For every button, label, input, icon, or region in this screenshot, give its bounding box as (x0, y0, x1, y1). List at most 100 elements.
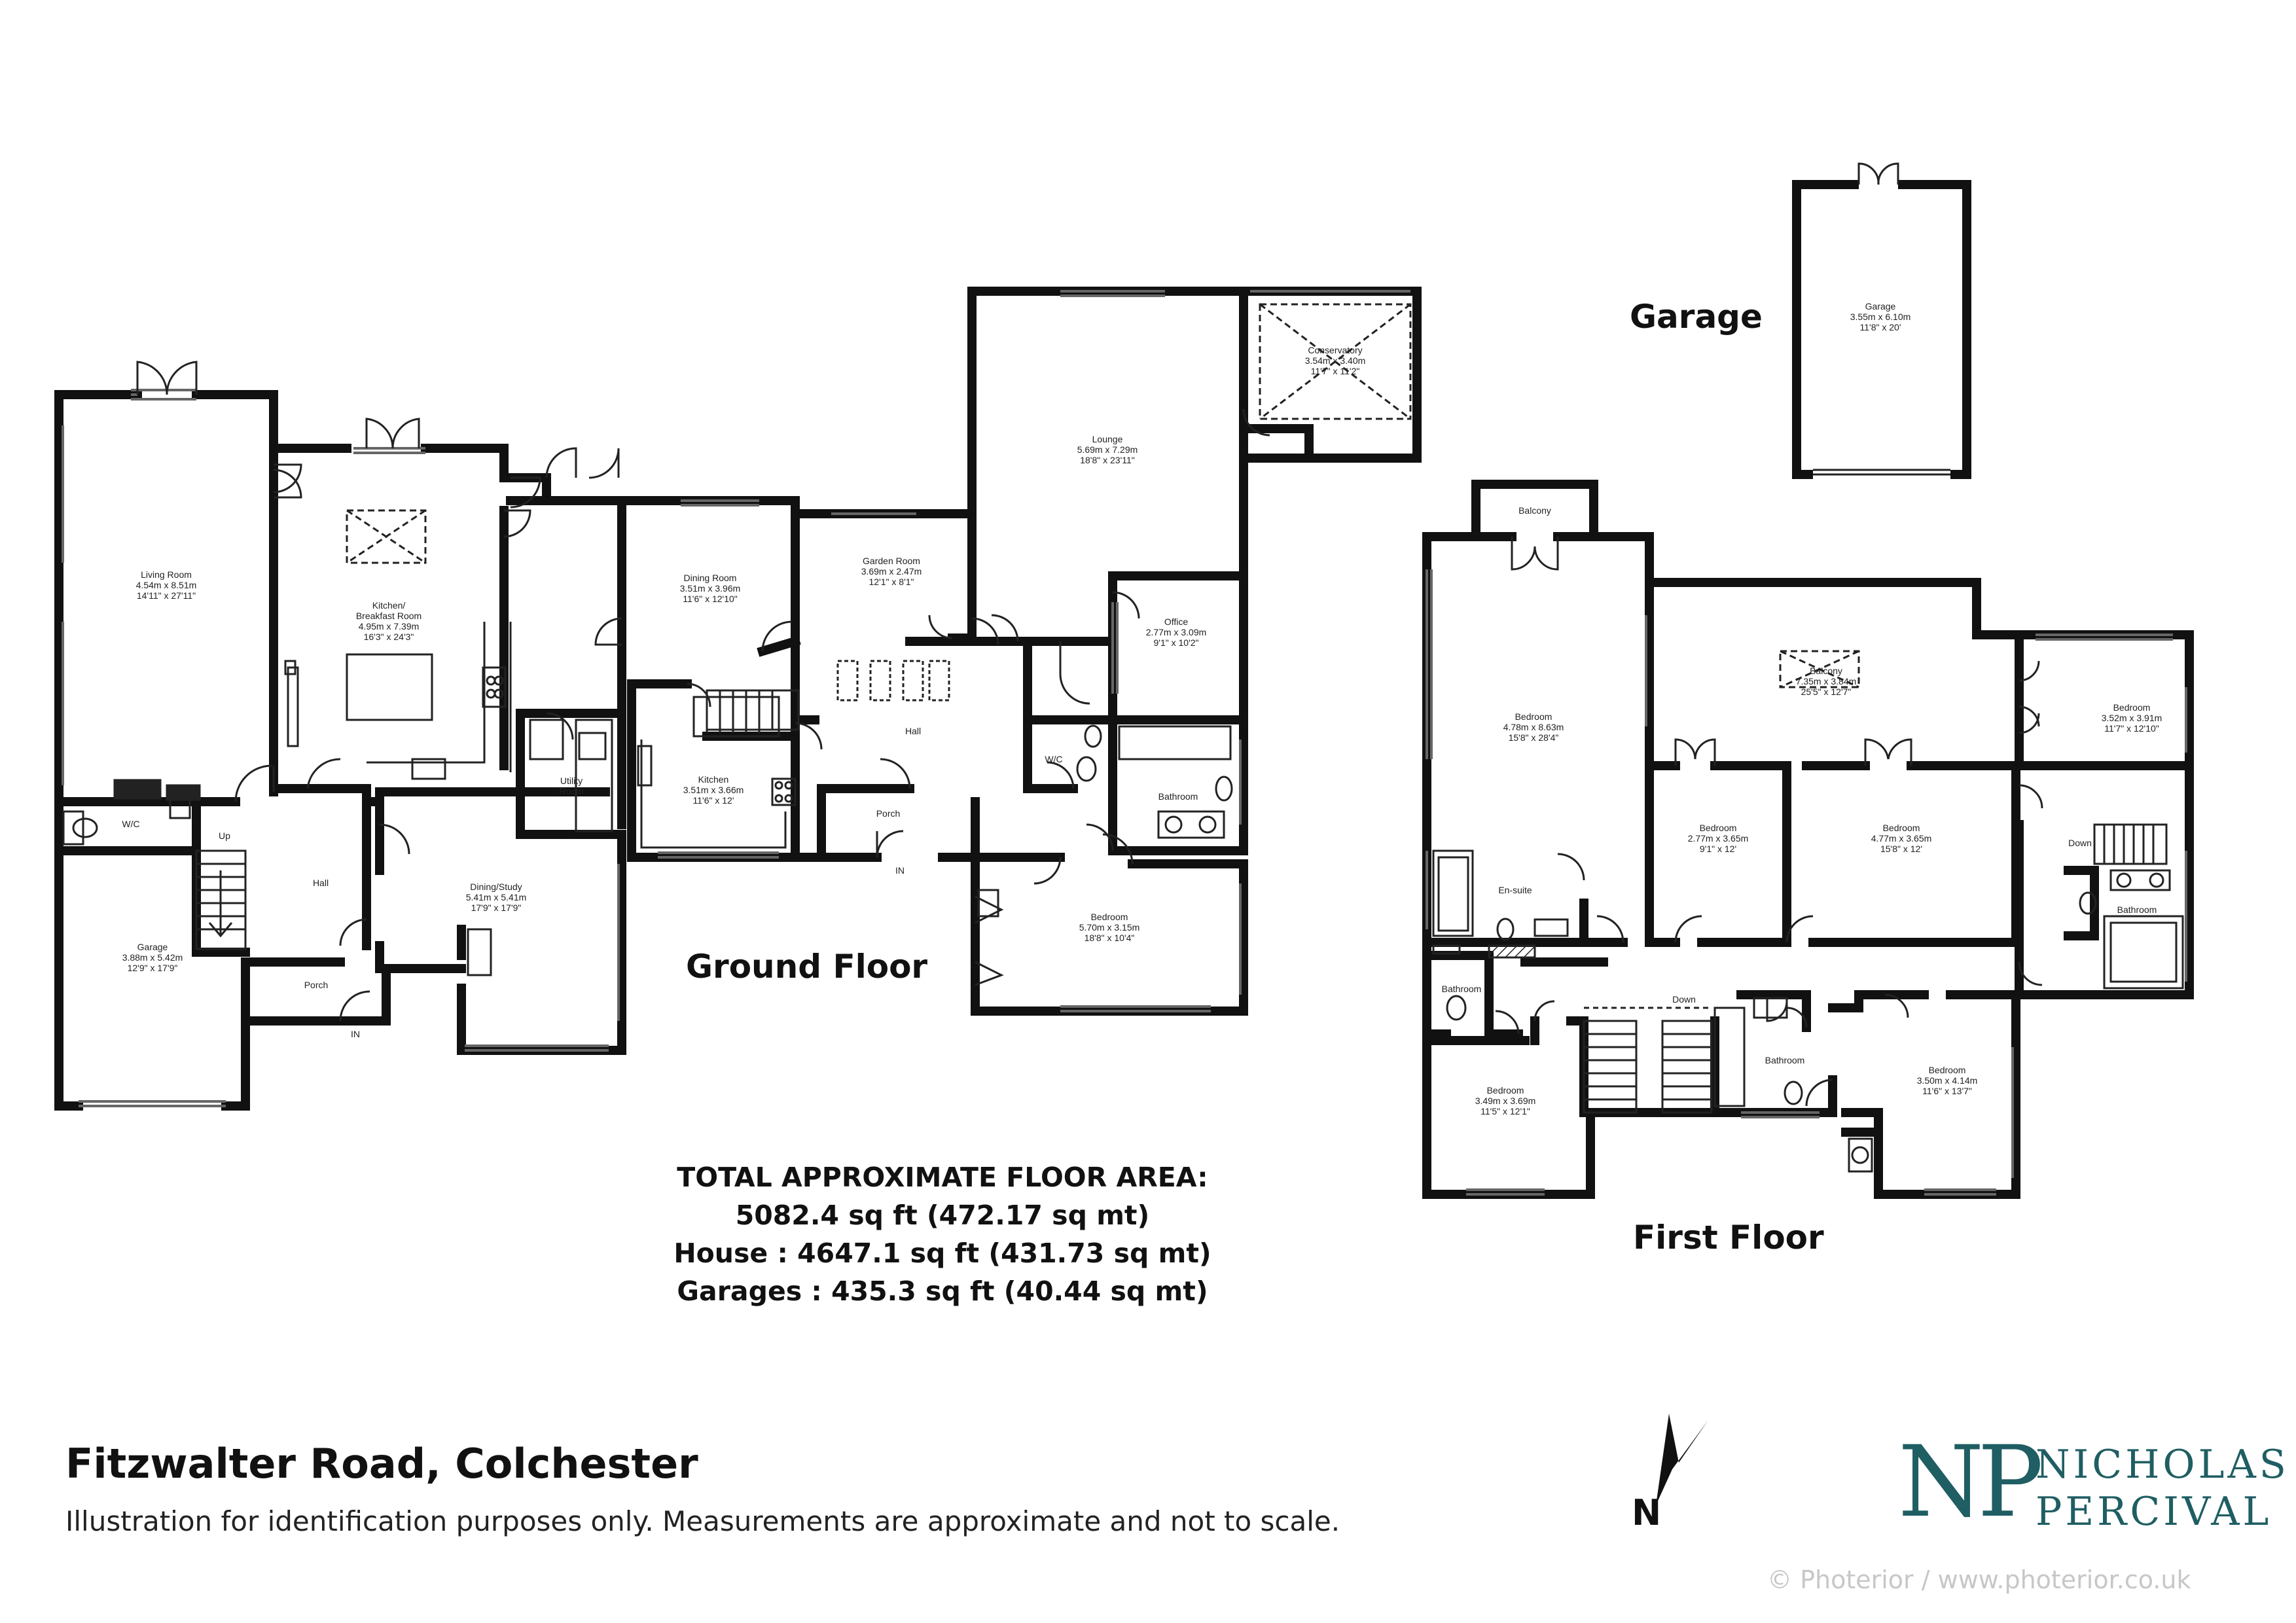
office-imperial: 9'1" x 10'2" (1154, 637, 1199, 648)
bedroom-gf-name: Bedroom (1091, 912, 1128, 922)
dining-study-name: Dining/Study (470, 882, 522, 892)
disclaimer: Illustration for identification purposes… (65, 1505, 1340, 1537)
bedroom-f3-metric: 2.77m x 3.65m (1688, 833, 1749, 844)
balcony-main-name: Balcony (1810, 666, 1842, 676)
wc-right-name: W/C (1045, 754, 1062, 764)
lounge-metric: 5.69m x 7.29m (1077, 444, 1138, 455)
logo-mark: NP (1898, 1425, 2043, 1539)
ensuite-name: En-suite (1498, 885, 1532, 895)
entrance-right-marker: IN (895, 865, 905, 876)
lounge-imperial: 18'8" x 23'11" (1080, 455, 1135, 465)
balcony-main-imperial: 25'5" x 12'7" (1801, 687, 1852, 697)
living-room-metric: 4.54m x 8.51m (136, 580, 197, 590)
bedroom-f4-imperial: 15'8" x 12' (1880, 844, 1922, 854)
bedroom-f4-metric: 4.77m x 3.65m (1871, 833, 1932, 844)
stairs-up-marker: Up (219, 830, 230, 841)
bathroom-gf-name: Bathroom (1158, 791, 1198, 802)
bedroom-f1-metric: 4.78m x 8.63m (1503, 722, 1564, 732)
utility-room-name2: Room (559, 786, 583, 796)
garage-gf-imperial: 12'9" x 17'9" (128, 963, 178, 973)
office-metric: 2.77m x 3.09m (1146, 627, 1207, 637)
logo-word-percival: PERCIVAL (2036, 1489, 2272, 1535)
bedroom-f1-name: Bedroom (1515, 711, 1552, 722)
bedroom-f2-imperial: 11'7" x 12'10" (2104, 723, 2159, 734)
bedroom-gf-imperial: 18'8" x 10'4" (1085, 933, 1135, 943)
dining-room-name: Dining Room (684, 573, 737, 583)
bedroom-f5-name: Bedroom (1487, 1085, 1524, 1096)
conservatory-metric: 3.54m x 3.40m (1305, 355, 1366, 366)
kitchen-breakfast-name2: Breakfast Room (356, 611, 422, 621)
kitchen-breakfast-imperial: 16'3" x 24'3" (364, 632, 414, 642)
office-name: Office (1164, 616, 1189, 627)
bedroom-f4-name: Bedroom (1883, 823, 1920, 833)
garage-gf-metric: 3.88m x 5.42m (122, 952, 183, 963)
ground-floor-windows (62, 290, 1410, 1107)
kitchen-name: Kitchen (698, 774, 729, 785)
hall-right-name: Hall (905, 726, 921, 736)
floor-area-house: House : 4647.1 sq ft (431.73 sq mt) (673, 1238, 1211, 1269)
utility-room-name: Utility (560, 776, 583, 786)
garage-detached-metric: 3.55m x 6.10m (1850, 312, 1911, 322)
ground-floor-walls (54, 287, 1422, 1111)
wc-left-name: W/C (122, 819, 139, 829)
photo-credit: © Photerior / www.photerior.co.uk (1767, 1565, 2191, 1594)
garage-gf-name: Garage (137, 942, 168, 952)
porch-left-name: Porch (304, 980, 329, 990)
dining-study-metric: 5.41m x 5.41m (466, 892, 527, 902)
room-labels: Living Room 4.54m x 8.51m 14'11" x 27'11… (122, 301, 2162, 1116)
dining-room-metric: 3.51m x 3.96m (680, 583, 741, 594)
ground-floor-stairs (195, 689, 800, 950)
bedroom-f2-name: Bedroom (2113, 702, 2151, 713)
entrance-left-marker: IN (351, 1029, 360, 1039)
floor-area-summary: TOTAL APPROXIMATE FLOOR AREA: 5082.4 sq … (655, 1158, 1230, 1310)
first-floor-doors (1495, 537, 2043, 1107)
logo-word-nicholas: NICHOLAS (2036, 1442, 2289, 1488)
hall-left-name: Hall (313, 878, 329, 888)
first-floor-stairs (1583, 823, 2168, 1114)
bedroom-f6-name: Bedroom (1929, 1065, 1966, 1075)
bedroom-f2-metric: 3.52m x 3.91m (2102, 713, 2162, 723)
dining-study-imperial: 17'9" x 17'9" (471, 902, 522, 913)
bedroom-f6-metric: 3.50m x 4.14m (1917, 1075, 1978, 1086)
garage-detached-name: Garage (1865, 301, 1896, 312)
bedroom-f5-metric: 3.49m x 3.69m (1475, 1096, 1536, 1106)
porch-right-name: Porch (876, 808, 901, 819)
bedroom-f5-imperial: 11'5" x 12'1" (1480, 1106, 1530, 1116)
living-room-imperial: 14'11" x 27'11" (137, 590, 196, 601)
ground-floor-title: Ground Floor (686, 948, 928, 986)
balcony-top-name: Balcony (1518, 505, 1551, 516)
ground-floor-doors (136, 361, 1270, 1022)
bathroom-f3-name: Bathroom (2117, 904, 2157, 915)
north-label: N (1632, 1492, 1662, 1533)
bathroom-f2-name: Bathroom (1765, 1055, 1805, 1065)
detached-garage-walls (1792, 180, 1971, 479)
bathroom-f1-name: Bathroom (1442, 984, 1482, 994)
dining-room-imperial: 11'6" x 12'10" (683, 594, 738, 604)
property-address: Fitzwalter Road, Colchester (65, 1440, 698, 1488)
balcony-main-metric: 7.35m x 3.84m (1796, 676, 1857, 687)
first-floor-fixtures (1432, 650, 2184, 1173)
floor-area-total: 5082.4 sq ft (472.17 sq mt) (735, 1200, 1150, 1231)
conservatory-name: Conservatory (1308, 345, 1362, 355)
garden-room-name: Garden Room (863, 556, 920, 566)
kitchen-breakfast-name: Kitchen/ (372, 600, 406, 611)
kitchen-imperial: 11'6" x 12' (693, 795, 734, 806)
living-room-name: Living Room (141, 569, 192, 580)
lounge-name: Lounge (1092, 434, 1123, 444)
first-floor-title: First Floor (1633, 1219, 1824, 1257)
conservatory-imperial: 11'7" x 11'2" (1311, 366, 1360, 376)
bedroom-f6-imperial: 11'6" x 13'7" (1922, 1086, 1972, 1096)
ground-floor-fixtures (62, 303, 1412, 976)
detached-garage-doors (1813, 162, 1950, 476)
garage-detached-imperial: 11'8" x 20' (1860, 322, 1901, 332)
stairs-down-marker-right: Down (2068, 838, 2092, 848)
garden-room-metric: 3.69m x 2.47m (861, 566, 922, 577)
garage-title: Garage (1630, 298, 1763, 336)
kitchen-metric: 3.51m x 3.66m (683, 785, 744, 795)
bedroom-f3-name: Bedroom (1700, 823, 1737, 833)
stairs-down-marker-left: Down (1672, 994, 1696, 1005)
bedroom-f1-imperial: 15'8" x 28'4" (1509, 732, 1559, 743)
bedroom-gf-metric: 5.70m x 3.15m (1079, 922, 1140, 933)
first-floor-windows (1426, 569, 2187, 1196)
